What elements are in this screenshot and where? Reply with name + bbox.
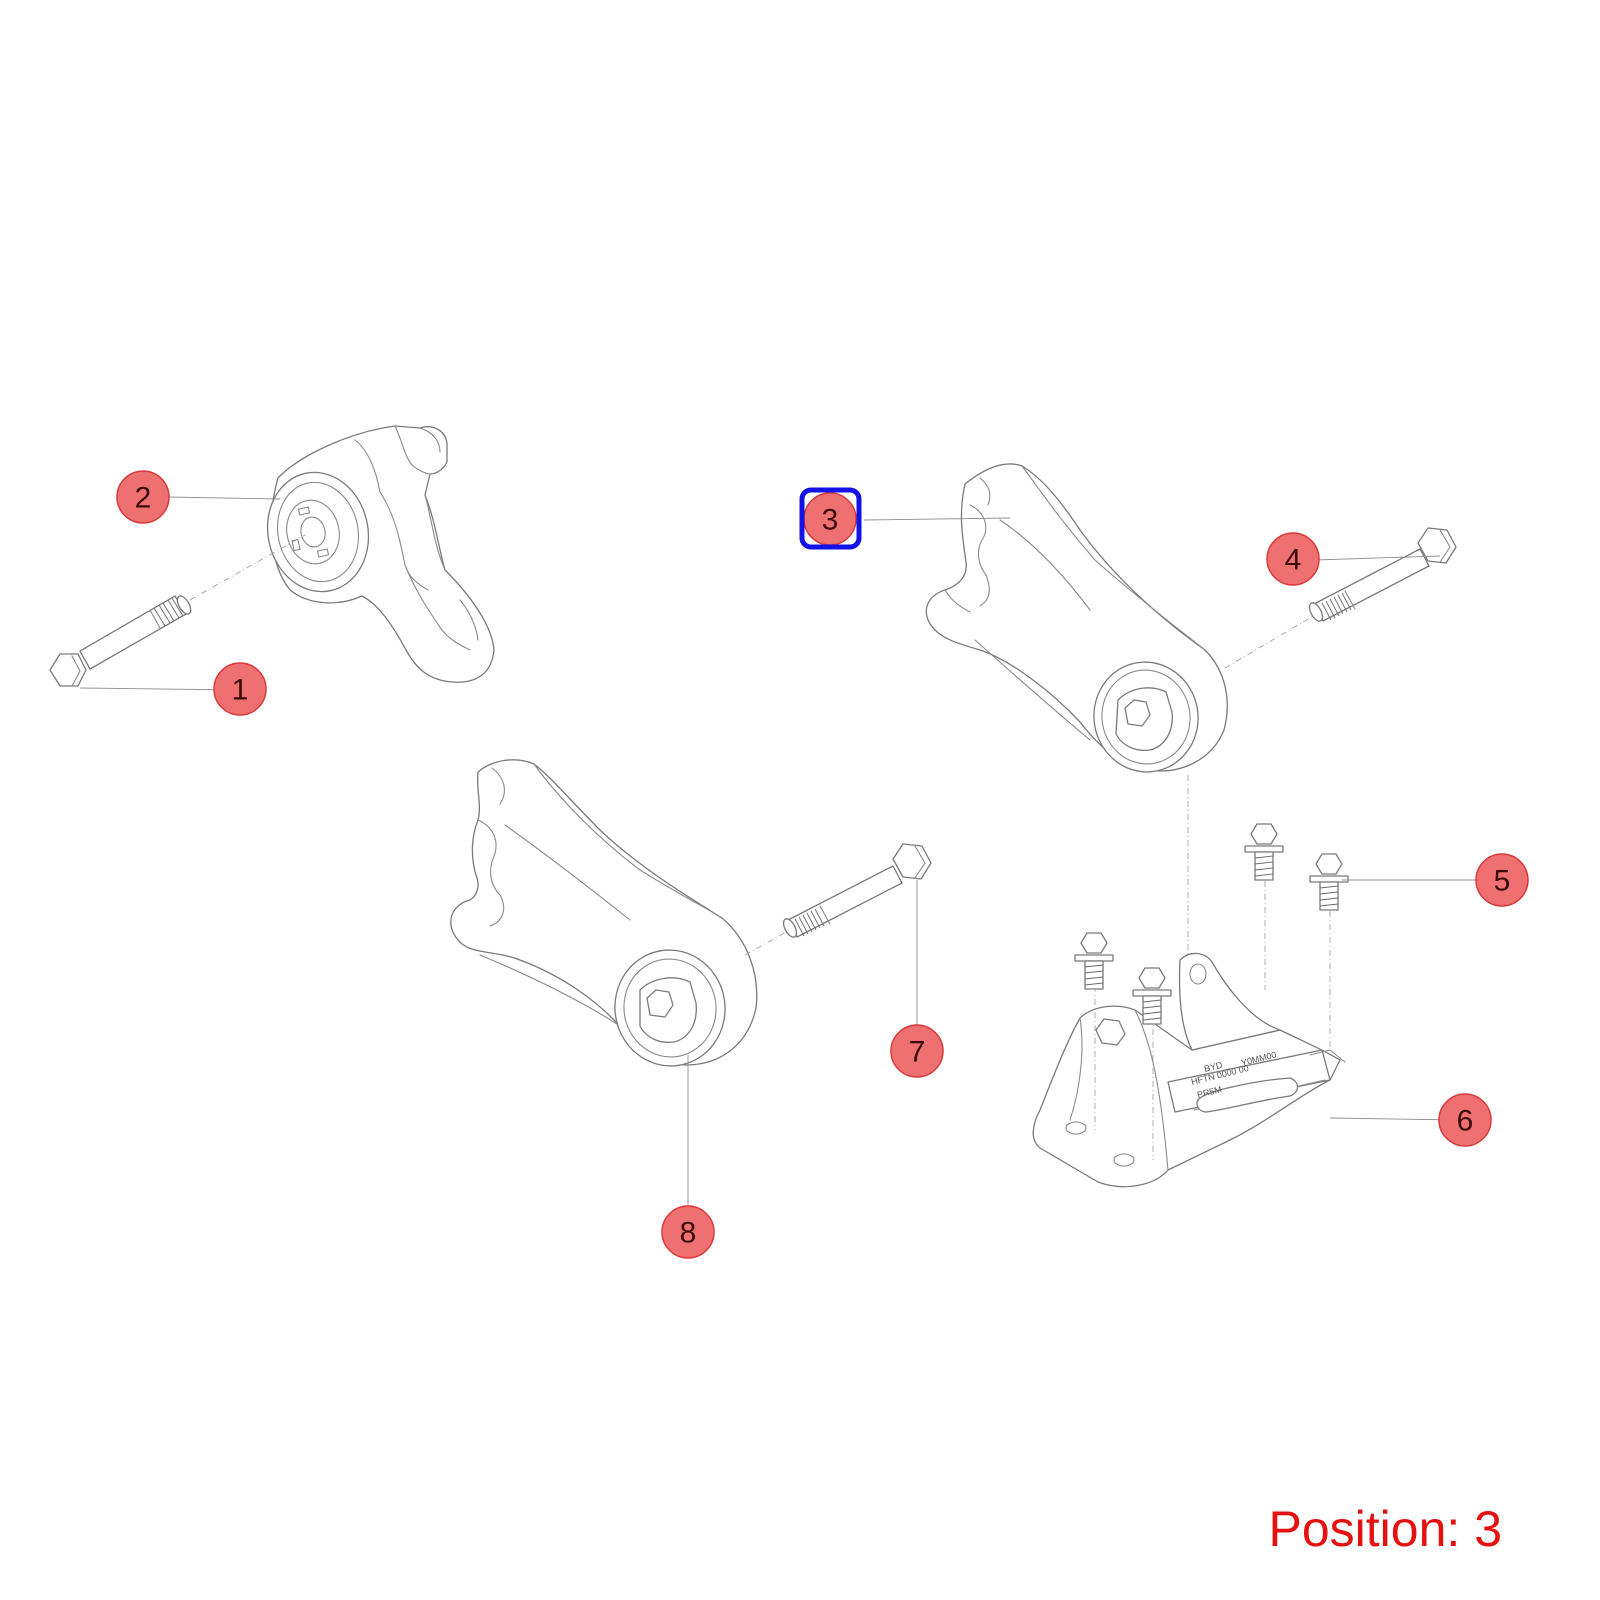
leader-line-3 bbox=[863, 517, 1011, 521]
callout-7-circle bbox=[890, 1024, 944, 1078]
callout-6[interactable]: 6 bbox=[1438, 1093, 1492, 1147]
callout-7[interactable]: 7 bbox=[890, 1024, 944, 1078]
bolt-4-thread bbox=[1321, 592, 1352, 621]
flange-bolt-a bbox=[1244, 823, 1284, 881]
callout-8[interactable]: 8 bbox=[661, 1205, 715, 1259]
bolt-part-7 bbox=[744, 843, 932, 956]
callout-1-circle bbox=[213, 662, 267, 716]
callout-5-circle bbox=[1475, 853, 1529, 907]
torque-arm-part-3 bbox=[925, 463, 1228, 773]
callout-5-label: 5 bbox=[1494, 865, 1511, 898]
engine-mount-part-2 bbox=[266, 425, 495, 683]
position-prefix: Position: bbox=[1268, 1501, 1475, 1557]
callout-1[interactable]: 1 bbox=[213, 662, 267, 716]
callout-8-label: 8 bbox=[680, 1217, 697, 1250]
callout-8-circle bbox=[661, 1205, 715, 1259]
bolt-7-thread bbox=[794, 908, 825, 937]
bolt-1-thread bbox=[153, 597, 184, 627]
leader-line-2 bbox=[167, 496, 281, 500]
flange-bolt-b bbox=[1309, 853, 1349, 911]
bracket-part-6: BYD HFTN 0000 00 PR5M Y0MM00 bbox=[1032, 775, 1346, 1188]
selected-callout-highlight bbox=[799, 487, 862, 550]
bolt-part-4 bbox=[1224, 527, 1457, 669]
position-value: 3 bbox=[1474, 1501, 1502, 1557]
callout-2[interactable]: 2 bbox=[116, 470, 170, 524]
callout-6-label: 6 bbox=[1457, 1105, 1474, 1138]
bolt-part-1 bbox=[49, 534, 306, 687]
callout-4[interactable]: 4 bbox=[1266, 532, 1320, 586]
callout-2-circle bbox=[116, 470, 170, 524]
callout-1-label: 1 bbox=[232, 674, 249, 707]
position-readout: Position: 3 bbox=[1269, 1500, 1502, 1558]
callout-7-label: 7 bbox=[909, 1036, 926, 1069]
callouts: 1 2 3 4 5 6 7 8 bbox=[116, 470, 1529, 1259]
flange-bolt-c bbox=[1074, 932, 1114, 990]
leader-line-4 bbox=[1314, 555, 1441, 561]
callout-3-label: 3 bbox=[822, 504, 839, 537]
flange-bolts-part-5 bbox=[1074, 823, 1349, 1160]
callout-4-circle bbox=[1266, 532, 1320, 586]
callout-4-label: 4 bbox=[1285, 544, 1302, 577]
bracket-stamp-line-1: BYD bbox=[1203, 1060, 1224, 1074]
callout-2-label: 2 bbox=[135, 482, 152, 515]
callout-3[interactable]: 3 bbox=[799, 487, 862, 550]
callout-5[interactable]: 5 bbox=[1475, 853, 1529, 907]
flange-bolt-d bbox=[1132, 967, 1172, 1025]
callout-6-circle bbox=[1438, 1093, 1492, 1147]
torque-arm-part-8 bbox=[450, 759, 758, 1067]
